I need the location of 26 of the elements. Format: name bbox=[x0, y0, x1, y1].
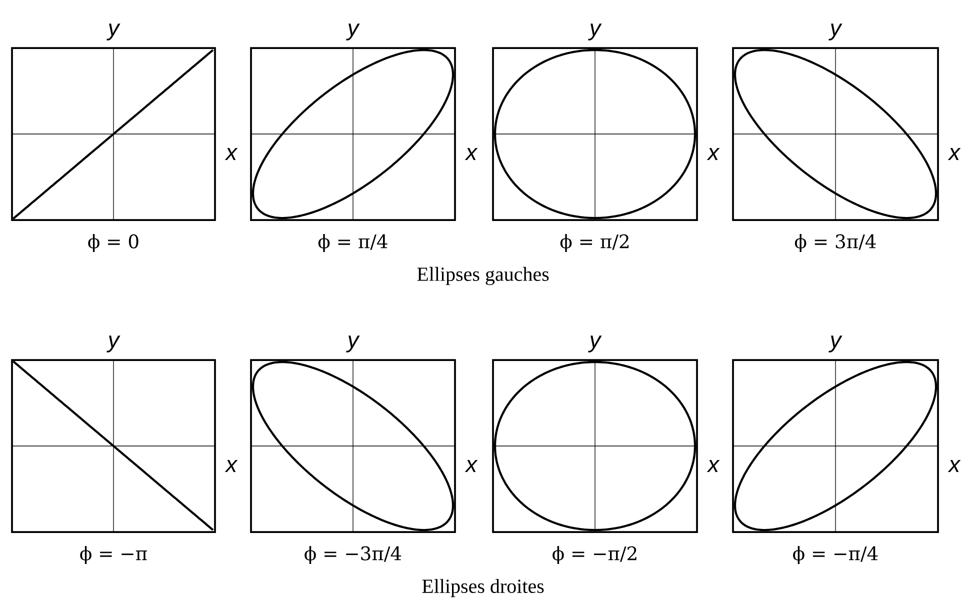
phase-label: ϕ = 3π/4 bbox=[794, 234, 876, 252]
phase-label: ϕ = −π bbox=[80, 546, 147, 564]
axis-label: y bbox=[828, 24, 842, 40]
axis-label: x bbox=[948, 148, 961, 160]
phase-label: ϕ = −π/2 bbox=[552, 546, 636, 564]
axis-label: x bbox=[224, 460, 238, 472]
axis-label: x bbox=[464, 148, 478, 160]
phase-label: ϕ = 0 bbox=[88, 234, 138, 252]
axis-label: y bbox=[828, 336, 842, 352]
phase-label: ϕ = −π/4 bbox=[793, 546, 878, 564]
axis-label: y bbox=[588, 336, 602, 352]
axis-label: x bbox=[948, 460, 961, 472]
axis-label: y bbox=[346, 24, 360, 40]
caption: Ellipses gauches bbox=[417, 266, 549, 286]
axis-label: x bbox=[706, 148, 720, 160]
axis-label: x bbox=[224, 148, 238, 160]
axis-label: x bbox=[464, 460, 478, 472]
axis-label: y bbox=[106, 336, 120, 352]
phase-label: ϕ = −3π/4 bbox=[304, 546, 402, 564]
caption: Ellipses droites bbox=[422, 578, 544, 598]
axis-label: y bbox=[588, 24, 602, 40]
phase-label: ϕ = π/4 bbox=[318, 234, 388, 252]
axis-label: x bbox=[706, 460, 720, 472]
axis-label: y bbox=[106, 24, 120, 40]
axis-label: y bbox=[346, 336, 360, 352]
phase-label: ϕ = π/2 bbox=[560, 234, 629, 252]
